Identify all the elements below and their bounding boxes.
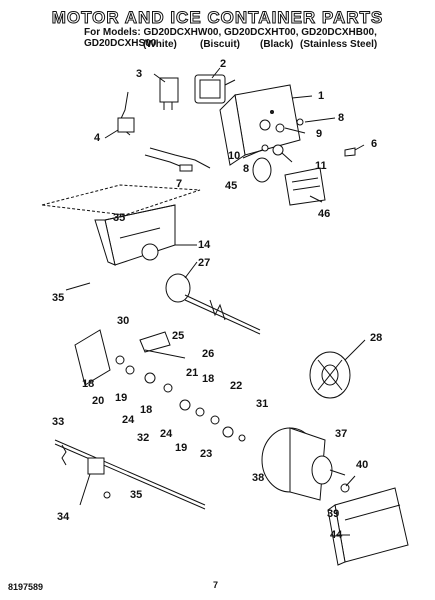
callout-25: 25 bbox=[172, 330, 185, 342]
callout-19b: 19 bbox=[175, 442, 188, 454]
callout-22: 22 bbox=[230, 380, 243, 392]
part-auger-drawing bbox=[165, 273, 261, 335]
document-number: 8197589 bbox=[8, 582, 44, 592]
variant-biscuit: (Biscuit) bbox=[200, 39, 240, 50]
callout-35b: 35 bbox=[52, 292, 65, 304]
callout-34: 34 bbox=[57, 511, 70, 523]
callout-18a: 18 bbox=[82, 378, 95, 390]
part-switch-drawing bbox=[159, 77, 179, 110]
part-motor-drawing bbox=[194, 74, 236, 104]
callout-11: 11 bbox=[315, 160, 327, 172]
callout-20: 20 bbox=[92, 395, 105, 407]
callout-40: 40 bbox=[356, 459, 369, 471]
callout-24b: 24 bbox=[160, 428, 173, 440]
callout-24a: 24 bbox=[122, 414, 135, 426]
callout-30: 30 bbox=[117, 315, 130, 327]
part-wheel-drawing bbox=[309, 351, 351, 399]
variant-black: (Black) bbox=[260, 39, 294, 50]
callout-39: 39 bbox=[327, 508, 340, 520]
part-housing-drawing bbox=[219, 84, 301, 166]
callout-27: 27 bbox=[198, 257, 211, 269]
page-number: 7 bbox=[213, 580, 219, 590]
callout-19a: 19 bbox=[115, 392, 128, 404]
callout-26: 26 bbox=[202, 348, 215, 360]
callout-7: 7 bbox=[176, 178, 183, 190]
callout-4: 4 bbox=[94, 132, 101, 144]
callout-3: 3 bbox=[136, 68, 143, 80]
callout-45: 45 bbox=[225, 180, 238, 192]
part-cover-drawing bbox=[327, 487, 409, 566]
page-title: MOTOR AND ICE CONTAINER PARTS bbox=[51, 8, 384, 28]
callout-6: 6 bbox=[371, 138, 378, 150]
part-bracket-drawing bbox=[117, 91, 135, 136]
callout-1: 1 bbox=[318, 90, 325, 102]
models-line: For Models: GD20DCXHW00, GD20DCXHT00, GD… bbox=[84, 27, 377, 49]
callout-14: 14 bbox=[198, 239, 211, 251]
callout-23: 23 bbox=[200, 448, 213, 460]
callout-8b: 8 bbox=[243, 163, 250, 175]
part-bulb-drawing bbox=[252, 157, 326, 206]
part-hardware-drawing bbox=[261, 118, 356, 157]
callout-9: 9 bbox=[316, 128, 323, 140]
callout-32: 32 bbox=[137, 432, 150, 444]
callout-44: 44 bbox=[330, 529, 343, 541]
callout-35c: 35 bbox=[130, 489, 143, 501]
callout-18b: 18 bbox=[140, 404, 153, 416]
callout-10: 10 bbox=[228, 150, 241, 162]
callout-28: 28 bbox=[370, 332, 383, 344]
callout-8: 8 bbox=[338, 112, 345, 124]
part-crusher-drawing bbox=[74, 329, 246, 442]
callout-38: 38 bbox=[252, 472, 265, 484]
callout-37: 37 bbox=[335, 428, 348, 440]
callout-35a: 35 bbox=[113, 212, 126, 224]
part-rod-drawing bbox=[54, 439, 206, 510]
callout-21: 21 bbox=[186, 367, 199, 379]
leader-lines bbox=[65, 67, 366, 536]
variant-white: (White) bbox=[143, 39, 177, 50]
part-drive-motor-drawing bbox=[261, 427, 350, 501]
part-ice-bin-drawing bbox=[41, 184, 201, 266]
callout-33: 33 bbox=[52, 416, 65, 428]
part-wiring-drawing bbox=[144, 147, 211, 172]
callout-2: 2 bbox=[220, 58, 227, 70]
variant-stainless: (Stainless Steel) bbox=[300, 39, 378, 50]
callout-31: 31 bbox=[256, 398, 269, 410]
callout-46: 46 bbox=[318, 208, 331, 220]
callout-18c: 18 bbox=[202, 373, 215, 385]
